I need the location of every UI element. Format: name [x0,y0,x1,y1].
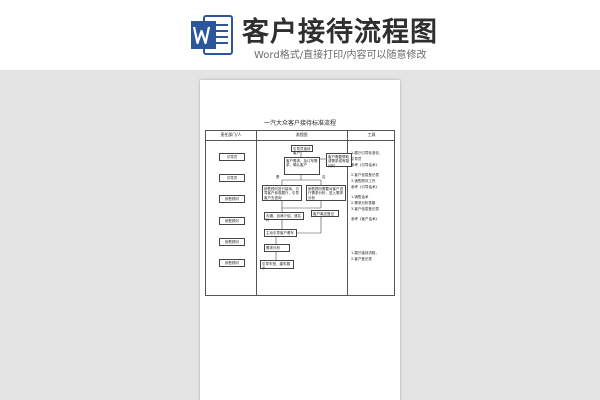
tool-note: 3.销售顾问工作 [351,179,376,183]
tool-note: 参考《客户话术》 [351,217,379,221]
header-divider [206,140,394,141]
flow-step: 销售顾问需要对客户进行需求分析，进入需求分析 [306,185,346,201]
flow-step: 客户离店登记 [311,210,339,217]
role-cell: 销售顾问 [219,217,245,225]
preview-area: 一汽大众客户接待标准流程 责任部门/人 流程图 工具 引导员 引导员 销售顾问 … [0,70,600,400]
tool-note: 参考《引导话术》 [351,163,379,167]
document-page[interactable]: 一汽大众客户接待标准流程 责任部门/人 流程图 工具 引导员 引导员 销售顾问 … [200,80,400,400]
flow-step: 客户需求，及订车需求，确认客户 [284,157,320,175]
branch-label: 否 [322,175,326,179]
flow-connectors [275,152,326,260]
flow-step: 沟通，自我介绍，递名片 [264,212,304,222]
page-subtitle: Word格式/直接打印/内容可以随意修改 [254,50,427,61]
flow-step: 引导员接待客户 [291,145,313,155]
flow-step: 客户需要帮助或需求或有疑问时 [326,153,352,168]
flowchart-table: 责任部门/人 流程图 工具 引导员 引导员 销售顾问 销售顾问 销售顾问 销售顾… [205,130,395,296]
tool-note: 2.客户信息登记表 [351,173,379,177]
tool-note: 1.展厅引导标准化， [351,151,383,155]
role-cell: 销售顾问 [219,259,245,267]
tool-note: 参考《引导话术》 [351,185,379,189]
column-divider [347,131,348,295]
word-icon [191,15,233,55]
flow-step: 需求分析 [264,244,290,252]
flow-step: 主动引导客户看车 [264,229,297,237]
role-cell: 引导员 [219,153,245,161]
column-header-responsible: 责任部门/人 [220,132,242,137]
role-cell: 销售顾问 [219,195,245,203]
column-header-tools: 工具 [367,132,376,137]
tool-note: 2.需求分析表格 [351,201,376,205]
role-cell: 引导员 [219,174,245,182]
flow-step: 销售顾问进行接待，引导客户参观展厅，引导客户去咨询 [262,185,302,201]
tool-note: 2.客户登记表 [351,257,372,261]
branch-label: 是 [276,175,280,179]
tool-note: 1.销售话术 [351,195,369,199]
column-divider [256,131,257,295]
header-banner: 客户接待流程图 Word格式/直接打印/内容可以随意修改 [0,0,600,70]
flow-step: 引导车型、建车展示 [260,260,294,270]
flowchart-title: 一汽大众客户接待标准流程 [263,120,336,127]
tool-note: 3.客户信息登记表 [351,207,379,211]
tool-note: 引导员 [351,157,362,161]
page-title: 客户接待流程图 [242,17,438,48]
tool-note: 1.展厅接待流程， [351,251,379,255]
column-header-flow: 流程图 [295,132,308,137]
role-cell: 销售顾问 [219,238,245,246]
